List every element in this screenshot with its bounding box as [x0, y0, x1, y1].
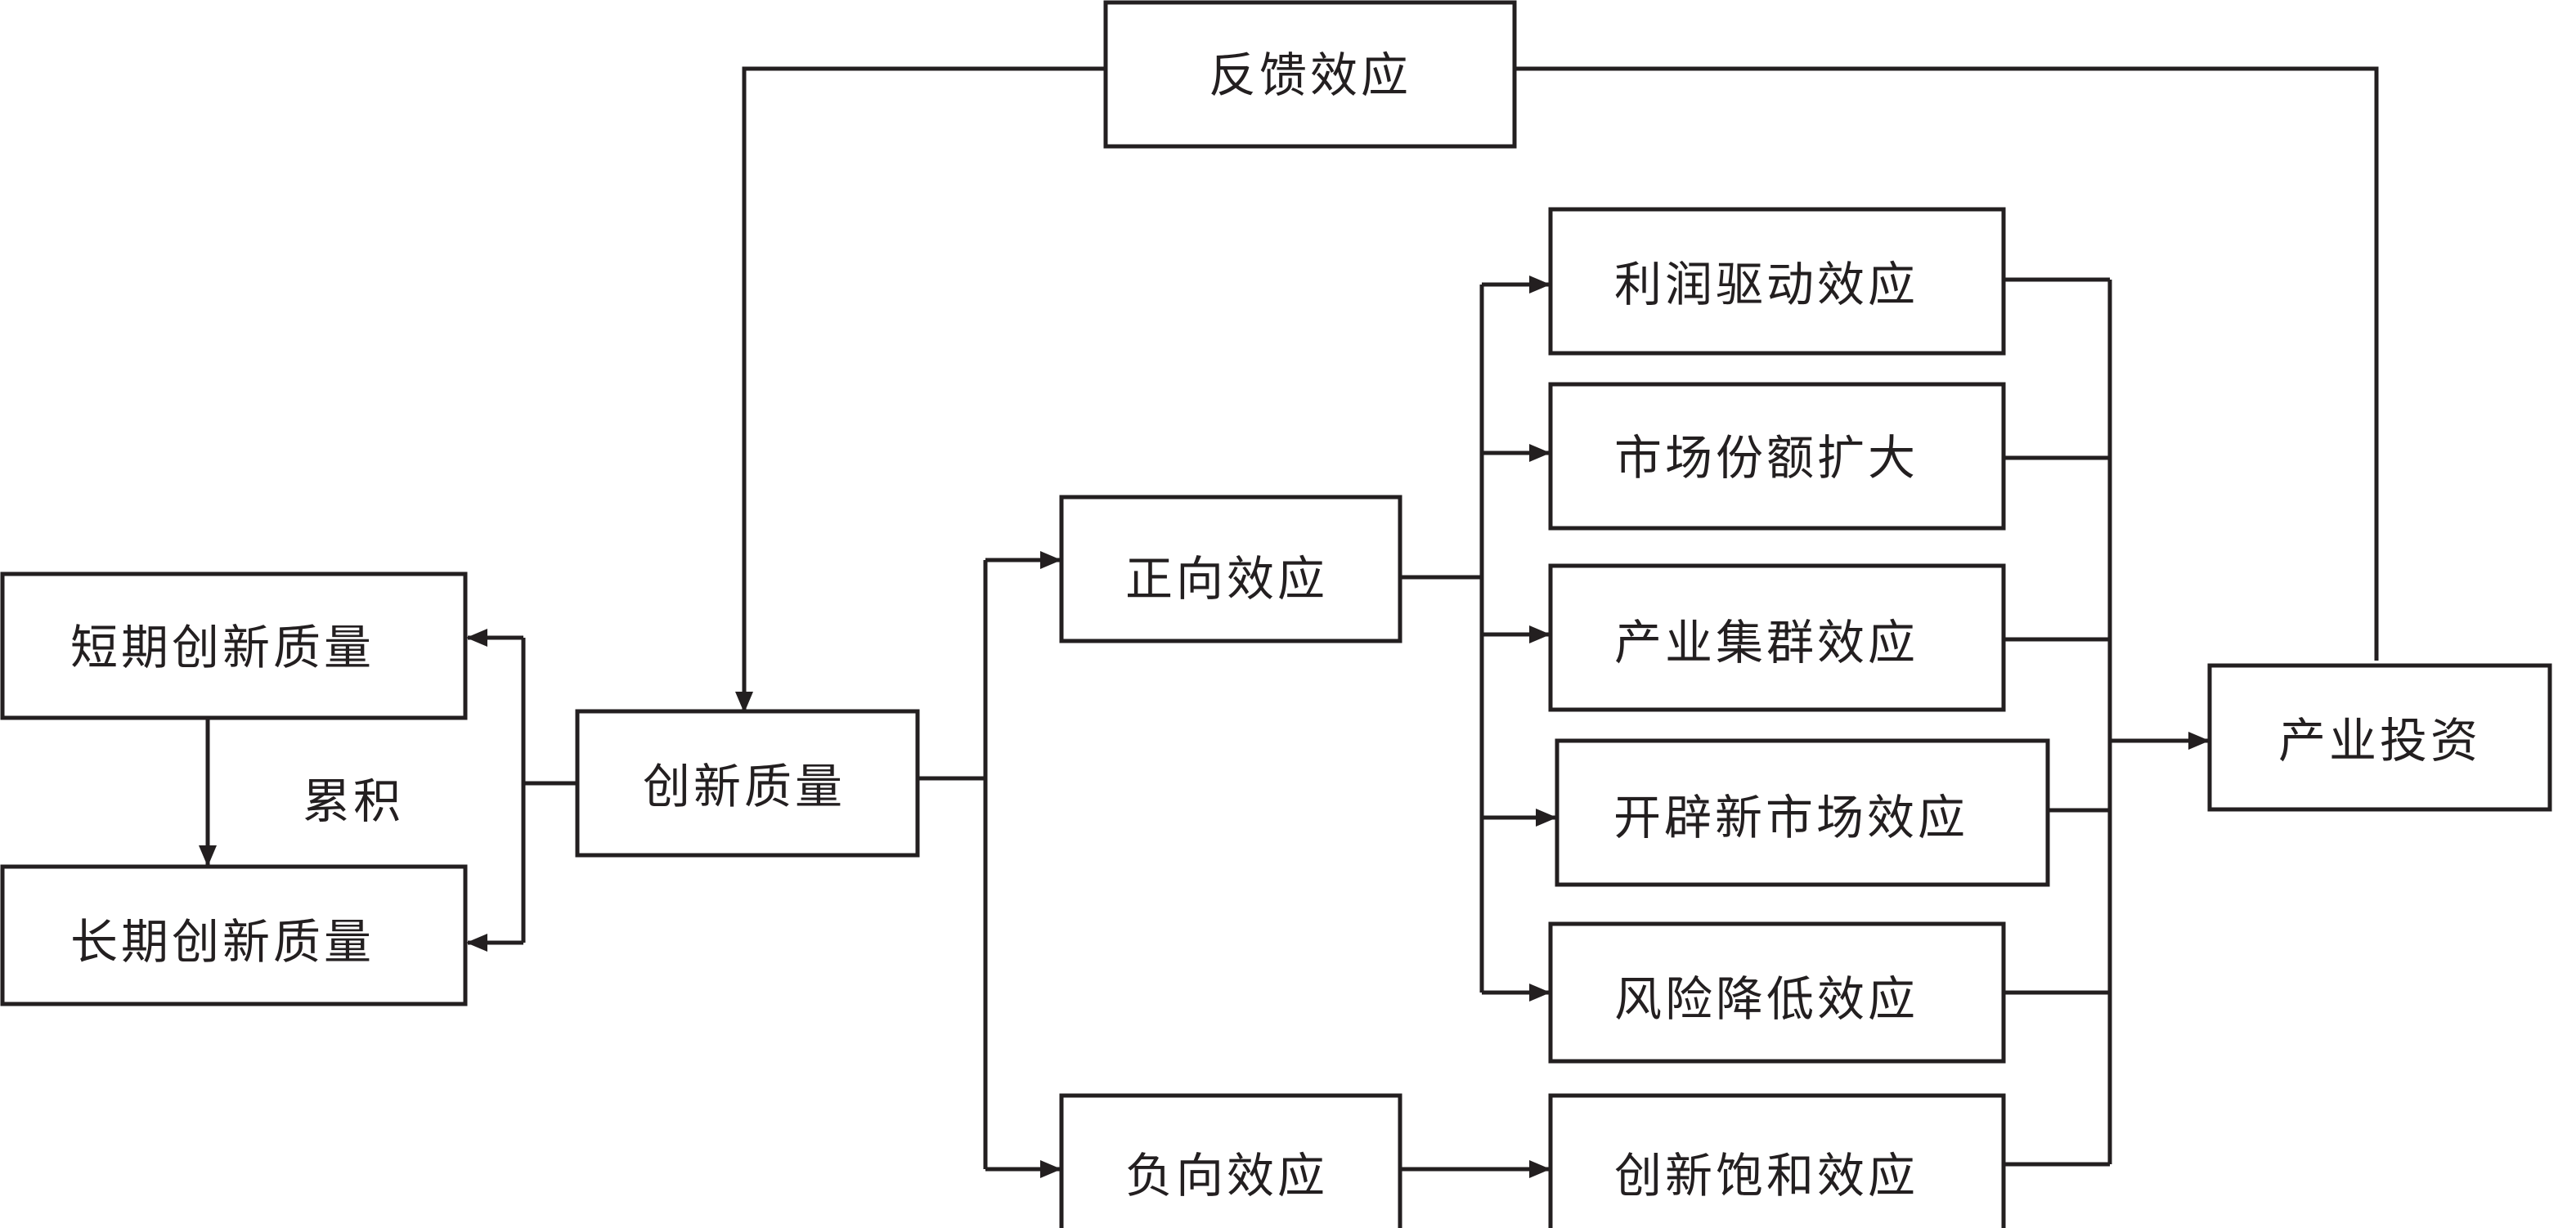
node-feedback-label: 反馈效应 — [1209, 47, 1411, 103]
node-positive-label: 正向效应 — [1125, 551, 1328, 607]
node-saturation-label: 创新饱和效应 — [1614, 1148, 1919, 1203]
node-cluster-label: 产业集群效应 — [1614, 615, 1919, 670]
innovation-to-effects-trunk — [918, 560, 988, 1169]
node-short-term: 短期创新质量 — [0, 571, 468, 720]
feedback-return-line — [1515, 66, 2379, 661]
node-feedback: 反馈效应 — [1103, 0, 1517, 149]
node-market-share: 市场份额扩大 — [1548, 382, 2006, 531]
node-saturation: 创新饱和效应 — [1548, 1093, 2006, 1228]
node-new-market: 开辟新市场效应 — [1555, 738, 2050, 887]
node-innovation-quality-label: 创新质量 — [643, 759, 846, 814]
node-profit-driven-label: 利润驱动效应 — [1614, 257, 1919, 312]
node-profit-driven: 利润驱动效应 — [1548, 207, 2006, 356]
node-risk-reduction-label: 风险降低效应 — [1614, 971, 1919, 1027]
node-positive: 正向效应 — [1059, 495, 1402, 643]
node-risk-reduction: 风险降低效应 — [1548, 921, 2006, 1064]
node-long-term-label: 长期创新质量 — [70, 914, 375, 970]
feedback-to-innovation-arrow — [735, 66, 1104, 713]
node-short-term-label: 短期创新质量 — [70, 620, 375, 675]
node-new-market-label: 开辟新市场效应 — [1613, 790, 1968, 845]
node-negative: 负向效应 — [1059, 1093, 1402, 1228]
node-cluster: 产业集群效应 — [1548, 563, 2006, 712]
innovation-to-term-trunk — [521, 638, 577, 943]
connectors — [199, 66, 2379, 1178]
node-negative-label: 负向效应 — [1125, 1148, 1328, 1203]
node-market-share-label: 市场份额扩大 — [1614, 430, 1919, 486]
accumulation-label: 累积 — [303, 773, 404, 829]
node-innovation-quality: 创新质量 — [575, 709, 920, 858]
node-investment: 产业投资 — [2207, 663, 2552, 812]
positive-trunk — [1400, 285, 1484, 993]
node-investment-label: 产业投资 — [2278, 713, 2481, 769]
node-long-term: 长期创新质量 — [0, 864, 468, 1006]
collector-lines — [2004, 277, 2112, 1167]
